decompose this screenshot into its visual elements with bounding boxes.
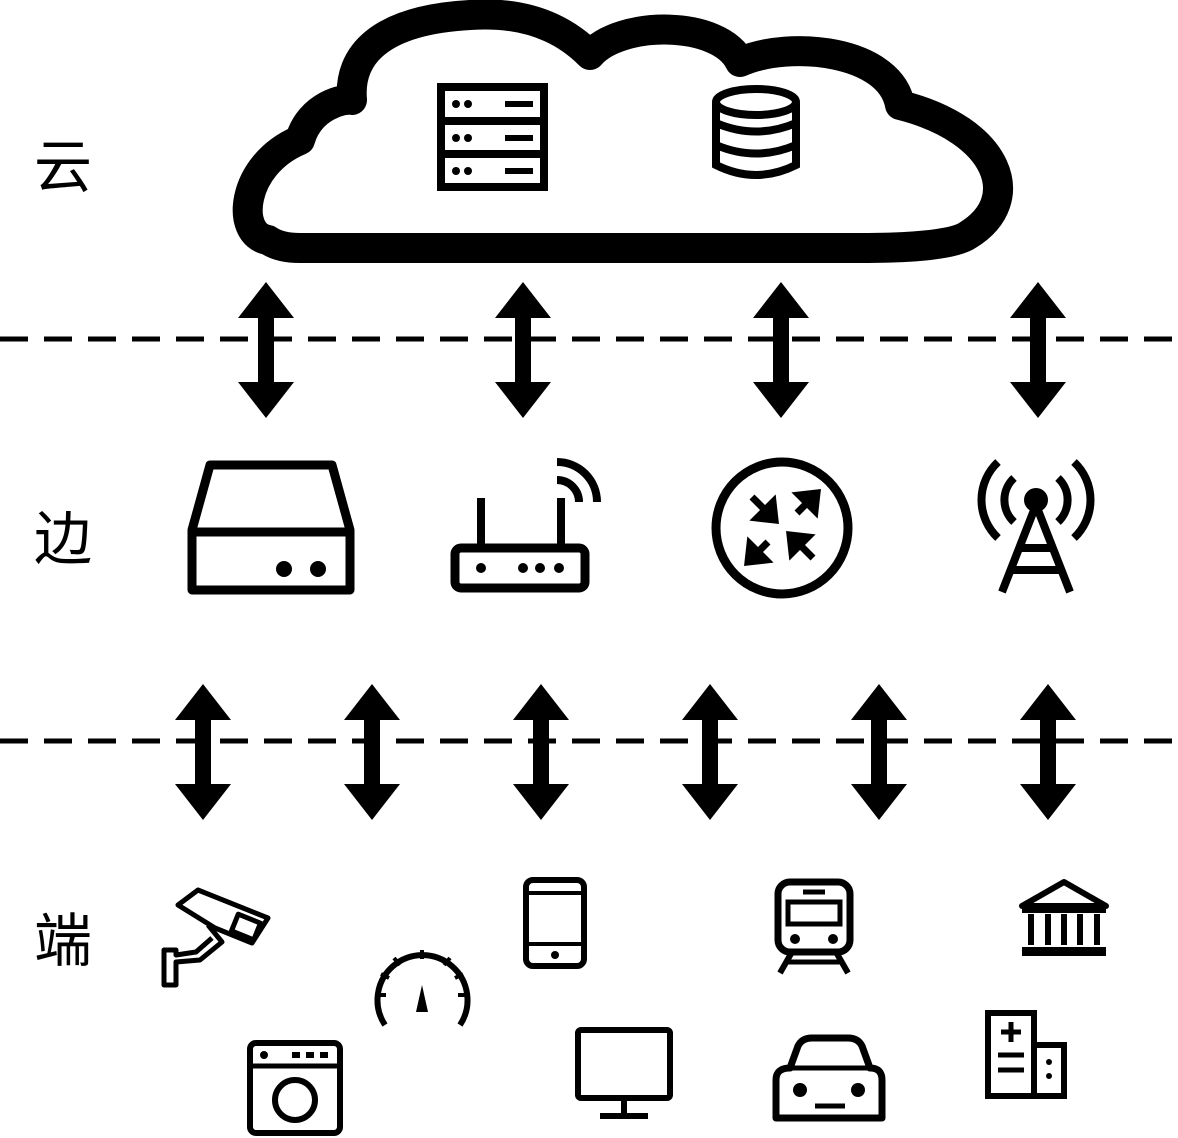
arrow-edge-end-1 (175, 684, 231, 820)
tier-label-cloud: 云 (34, 133, 93, 201)
arrow-edge-end-4 (682, 684, 738, 820)
edge-server-icon (187, 460, 355, 595)
arrow-cloud-edge-3 (753, 282, 809, 418)
arrow-edge-end-3 (513, 684, 569, 820)
arrow-cloud-edge-1 (238, 282, 294, 418)
arrow-edge-end-2 (344, 684, 400, 820)
arrow-cloud-edge-4 (1010, 282, 1066, 418)
arrow-cloud-edge-2 (495, 282, 551, 418)
train-icon (774, 878, 854, 975)
cell-tower-icon (977, 459, 1095, 594)
tier-label-end: 端 (34, 907, 93, 975)
surveillance-camera-icon (161, 887, 271, 988)
monitor-icon (575, 1027, 673, 1119)
network-switch-icon (711, 457, 853, 599)
car-icon (772, 1034, 886, 1122)
hospital-icon (985, 1010, 1067, 1099)
gauge-meter-icon (374, 950, 471, 1027)
tier-label-edge: 边 (34, 505, 93, 573)
smartphone-icon (523, 877, 587, 969)
cloud-shape (232, 0, 1013, 263)
wifi-router-icon (450, 458, 601, 593)
arrow-edge-end-6 (1020, 684, 1076, 820)
bank-building-icon (1019, 879, 1109, 956)
database-icon (712, 85, 800, 179)
server-rack-icon (437, 83, 548, 191)
arrow-edge-end-5 (851, 684, 907, 820)
washing-machine-icon (247, 1040, 343, 1136)
